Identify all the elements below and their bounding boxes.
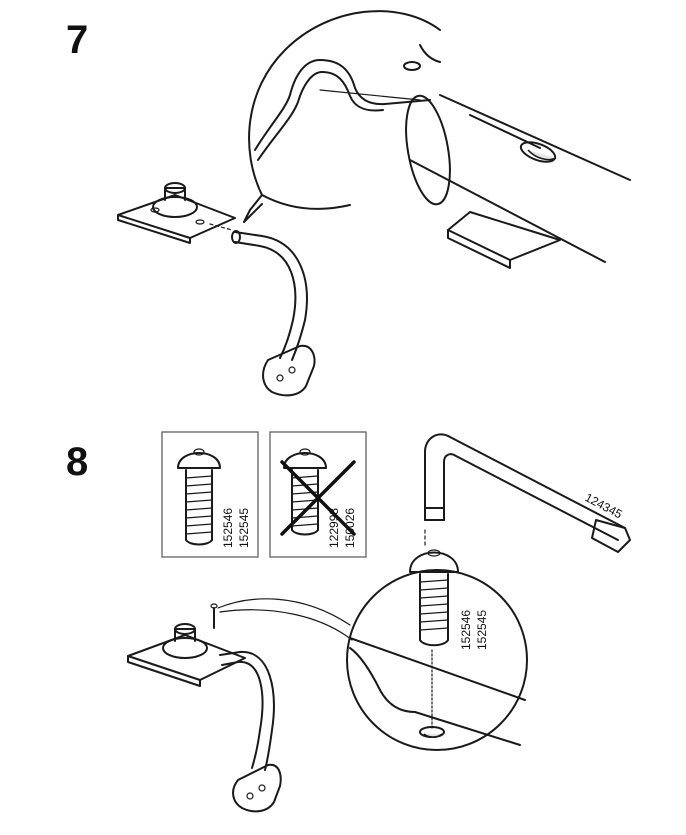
detail-screw-icon xyxy=(409,549,459,647)
correct-screw-code-2: 152545 xyxy=(237,508,251,548)
seat-bracket-icon xyxy=(117,182,236,244)
seat-bracket-assembled-icon xyxy=(127,603,246,687)
detail-screw-code-2: 152545 xyxy=(475,610,489,650)
allen-key-icon xyxy=(424,433,631,553)
correct-screw-frame xyxy=(161,431,259,558)
curved-leg-icon xyxy=(231,230,316,397)
rail-tube-icon xyxy=(405,94,631,269)
step-7-number: 7 xyxy=(66,18,89,62)
step7-magnifier xyxy=(243,10,441,223)
correct-screw-icon xyxy=(177,448,221,546)
correct-screw-code-1: 152546 xyxy=(221,508,235,548)
detail-screw-code-1: 152546 xyxy=(459,610,473,650)
step-8-number: 8 xyxy=(66,440,89,484)
curved-leg-assembled-icon xyxy=(219,650,282,813)
cross-mark-icon xyxy=(280,460,356,536)
step8-magnifier xyxy=(217,569,528,751)
